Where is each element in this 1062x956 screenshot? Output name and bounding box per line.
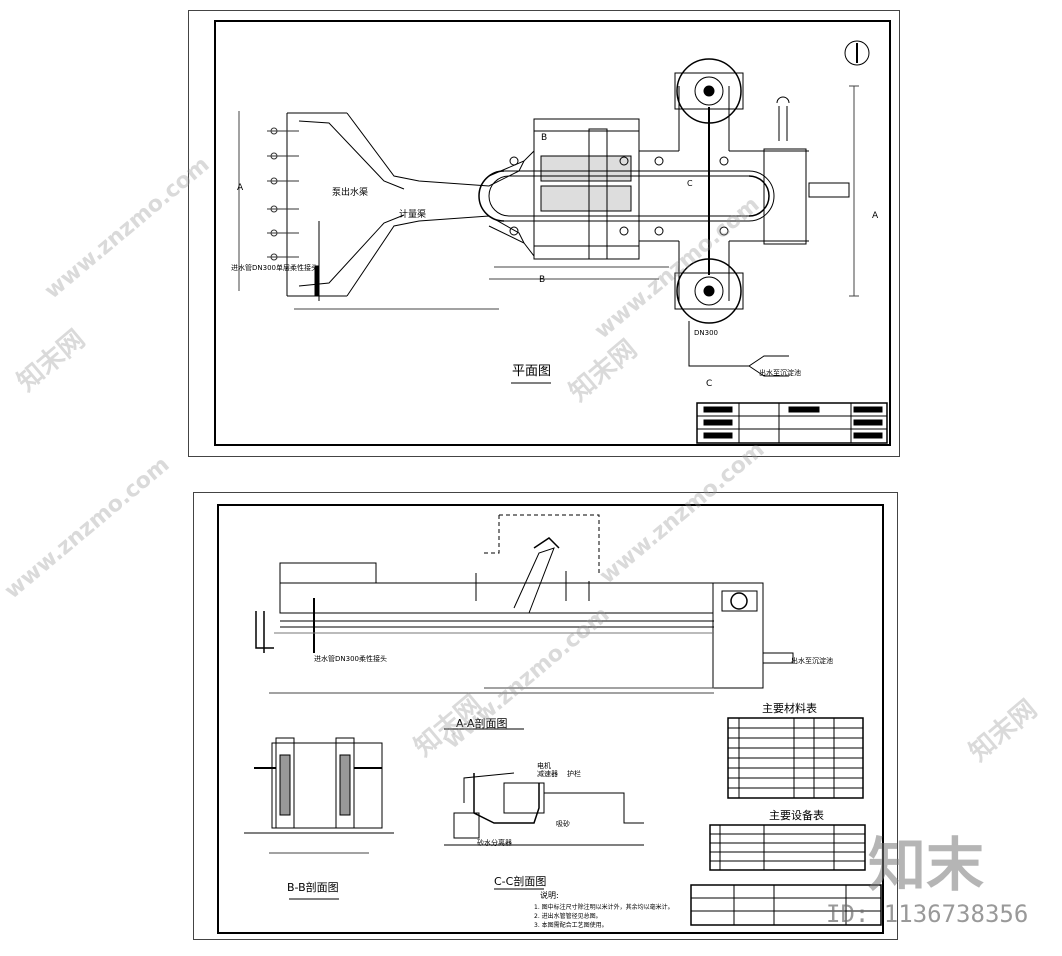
equipment-table [709, 824, 866, 871]
aa-section-title: A-A剖面图 [456, 717, 508, 730]
watermark-site-5: www.znzmo.com [0, 452, 175, 605]
meter-channel-label: 计量渠 [399, 210, 427, 220]
watermark-logo-1: 知末网 [11, 324, 91, 398]
section-drawing-sheet: A-A剖面图 B-B剖面图 C-C剖面图 主要材料表 主要设备表 说明: 1. … [193, 492, 898, 940]
pipe-note-label: 进水管DN300柔性接头 [314, 655, 387, 663]
lower-tag: DN300 [694, 329, 718, 337]
section-c-label: C [706, 379, 713, 389]
inlet-manifold [267, 112, 525, 301]
title-block-bottom [690, 884, 882, 926]
section-b-bottom: B [539, 275, 546, 285]
plan-drawing [214, 20, 891, 446]
cc-section-title: C-C剖面图 [494, 875, 547, 888]
note-2: 2. 进出水管管径见总图。 [534, 913, 602, 920]
cc-section [444, 772, 644, 890]
outlet-note-top: 出水至沉淀池 [759, 369, 801, 377]
inner-frame [217, 504, 884, 934]
section-a-right: A [872, 211, 879, 221]
note-3: 3. 本图需配合工艺图使用。 [534, 922, 608, 929]
inner-frame [214, 20, 891, 446]
corner-brand-logo: 知末 [868, 831, 985, 899]
watermark-logo-4: 知末网 [963, 694, 1043, 768]
cc-label-rail: 护栏 [567, 770, 581, 778]
outlet-label: 出水至沉淀池 [791, 657, 833, 665]
equipment-table-title: 主要设备表 [769, 809, 824, 822]
materials-table-title: 主要材料表 [762, 702, 817, 715]
aa-section [255, 514, 794, 730]
bb-section [244, 737, 394, 900]
dimension-lines [238, 85, 859, 310]
inner-c-label: C [687, 179, 693, 188]
materials-table [727, 717, 864, 799]
note-1: 1. 图中标注尺寸除注明以米计外，其余均以毫米计。 [534, 904, 674, 911]
section-a-left: A [237, 183, 244, 193]
plan-view-title: 平面图 [512, 364, 552, 379]
notes-title: 说明: [540, 891, 559, 900]
title-block [696, 402, 888, 444]
section-drawings [217, 504, 884, 934]
plan-drawing-sheet: 平面图 泵出水渠 计量渠 进水管DN300单层柔性接头 A A B B C C … [188, 10, 900, 457]
inlet-pipe-label: 进水管DN300单层柔性接头 [231, 264, 318, 272]
image-id-label: ID: 1136738356 [826, 900, 1029, 928]
cc-label-reducer: 减速器 [537, 770, 558, 778]
cc-label-motor: 电机 [537, 762, 551, 770]
cc-label-suction: 吸砂 [556, 820, 570, 828]
cross-channel [639, 58, 850, 377]
north-arrow [844, 40, 870, 66]
section-b-top: B [541, 133, 548, 143]
pump-well-label: 泵出水渠 [332, 188, 369, 198]
cc-label-separator: 砂水分离器 [477, 839, 512, 847]
bb-section-title: B-B剖面图 [287, 881, 339, 894]
